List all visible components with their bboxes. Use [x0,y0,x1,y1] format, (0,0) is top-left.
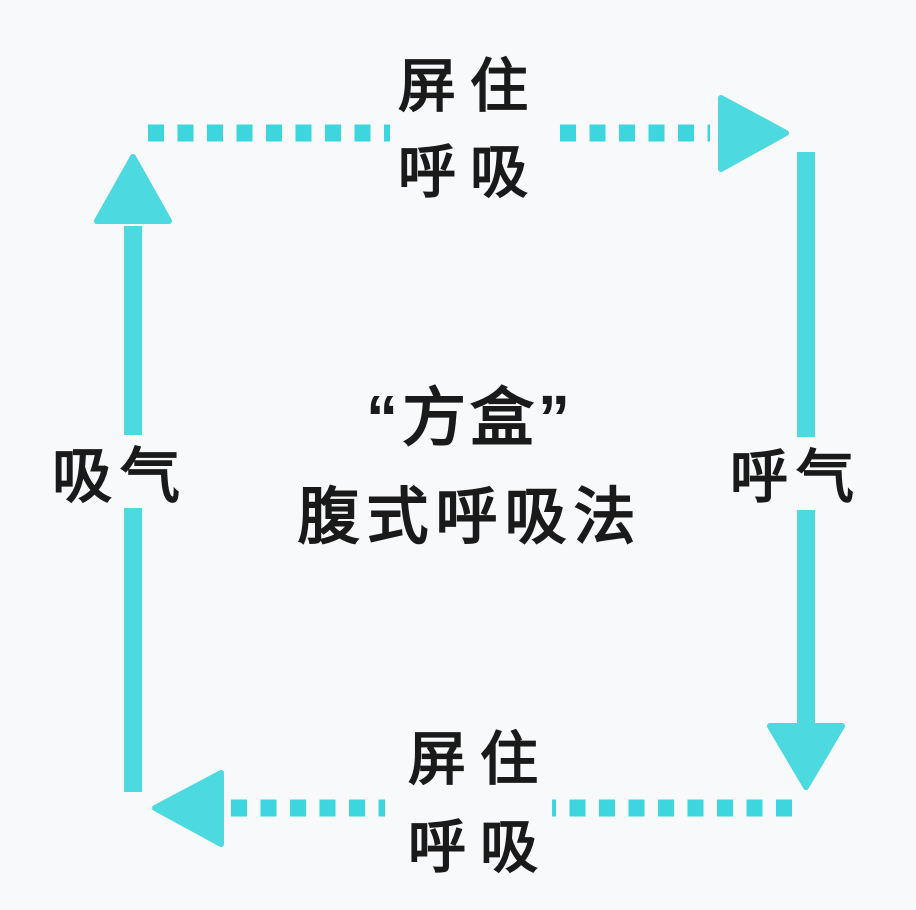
right-exhale-arrow [767,152,845,790]
diagram-title: “方盒” 腹式呼吸法 [210,368,730,568]
bottom-hold-breath-arrow [152,770,792,847]
top-label-line2: 呼吸 [397,140,542,205]
top-label-hold-breath: 屏住 呼吸 [330,44,610,216]
up-pointing-arrowhead-icon [94,154,172,224]
down-pointing-arrowhead-icon [767,723,845,790]
right-label-exhale: 呼气 [730,445,863,510]
left-inhale-arrow [94,154,172,792]
top-hold-breath-arrow [148,95,789,172]
left-pointing-arrowhead-icon [152,770,224,847]
bottom-label-hold-breath: 屏住 呼吸 [340,716,620,892]
bottom-label-line2: 呼吸 [407,815,552,880]
bottom-label-line1: 屏住 [407,727,552,792]
right-pointing-arrowhead-icon [718,95,789,172]
diagram-title-line1: “方盒” [366,382,574,454]
diagram-title-line2: 腹式呼吸法 [297,483,643,552]
left-label-inhale: 吸气 [52,443,188,510]
top-label-line1: 屏住 [397,54,542,119]
